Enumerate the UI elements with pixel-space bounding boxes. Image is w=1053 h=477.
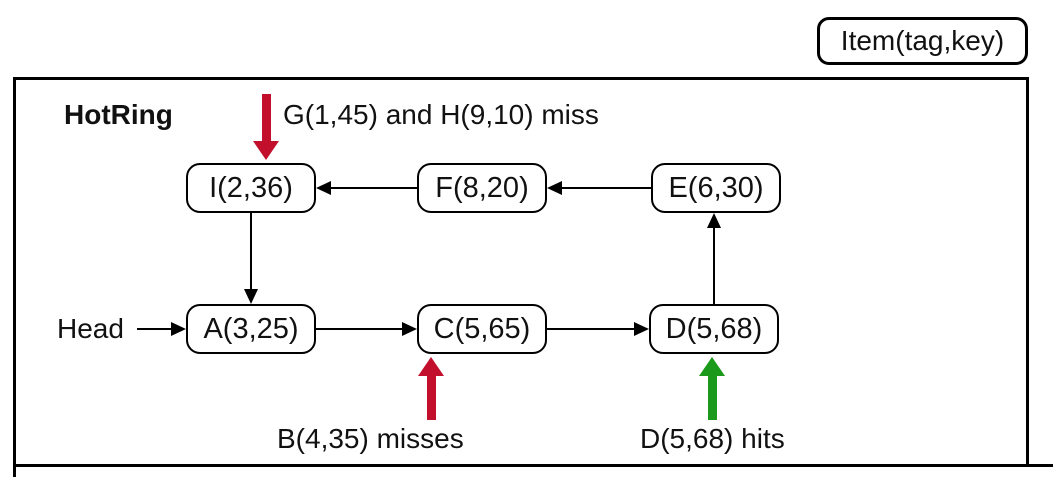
node-I: I(2,36) <box>186 163 316 213</box>
cropped-panel-top-line <box>1026 464 1053 467</box>
edge-f-i-line <box>330 186 417 190</box>
node-A: A(3,25) <box>186 304 316 354</box>
node-A-label: A(3,25) <box>203 312 299 345</box>
edge-e-f-arrowhead-icon <box>547 181 562 195</box>
annotation-d-hit: D(5,68) hits <box>640 423 785 454</box>
edge-head-a-arrowhead-icon <box>171 322 186 336</box>
edge-a-c-line <box>316 327 403 331</box>
node-E-label: E(6,30) <box>668 171 764 204</box>
panel-title: HotRing <box>64 99 173 130</box>
node-E: E(6,30) <box>651 163 781 213</box>
node-D-label: D(5,68) <box>665 312 763 345</box>
cropped-panel-left-border <box>13 464 16 477</box>
annotation-gh-miss: G(1,45) and H(9,10) miss <box>283 99 599 130</box>
edge-e-f-line <box>561 186 651 190</box>
edge-c-d-line <box>547 327 634 331</box>
edge-f-i-arrowhead-icon <box>316 181 331 195</box>
edge-a-c-arrowhead-icon <box>402 322 417 336</box>
miss-arrow-gh-icon <box>262 94 271 141</box>
node-F: F(8,20) <box>417 163 547 213</box>
miss-arrow-b-icon <box>427 376 436 420</box>
hotring-panel <box>13 77 1029 467</box>
edge-i-a-line <box>249 213 253 289</box>
node-I-label: I(2,36) <box>209 171 293 204</box>
miss-arrow-b-head-icon <box>418 357 444 376</box>
head-label: Head <box>57 313 124 344</box>
node-C-label: C(5,65) <box>433 312 531 345</box>
hit-arrow-d-icon <box>708 376 717 420</box>
node-D: D(5,68) <box>649 304 779 354</box>
legend-label: Item(tag,key) <box>840 25 1005 56</box>
node-F-label: F(8,20) <box>435 171 529 204</box>
edge-c-d-arrowhead-icon <box>634 322 649 336</box>
edge-head-a-line <box>137 327 172 331</box>
hit-arrow-d-head-icon <box>699 357 725 376</box>
legend-item-box: Item(tag,key) <box>817 17 1028 65</box>
annotation-b-miss: B(4,35) misses <box>277 423 464 454</box>
edge-d-e-arrowhead-icon <box>707 213 721 228</box>
miss-arrow-gh-head-icon <box>253 141 279 160</box>
edge-d-e-line <box>712 228 716 304</box>
node-C: C(5,65) <box>417 304 547 354</box>
edge-i-a-arrowhead-icon <box>244 289 258 304</box>
